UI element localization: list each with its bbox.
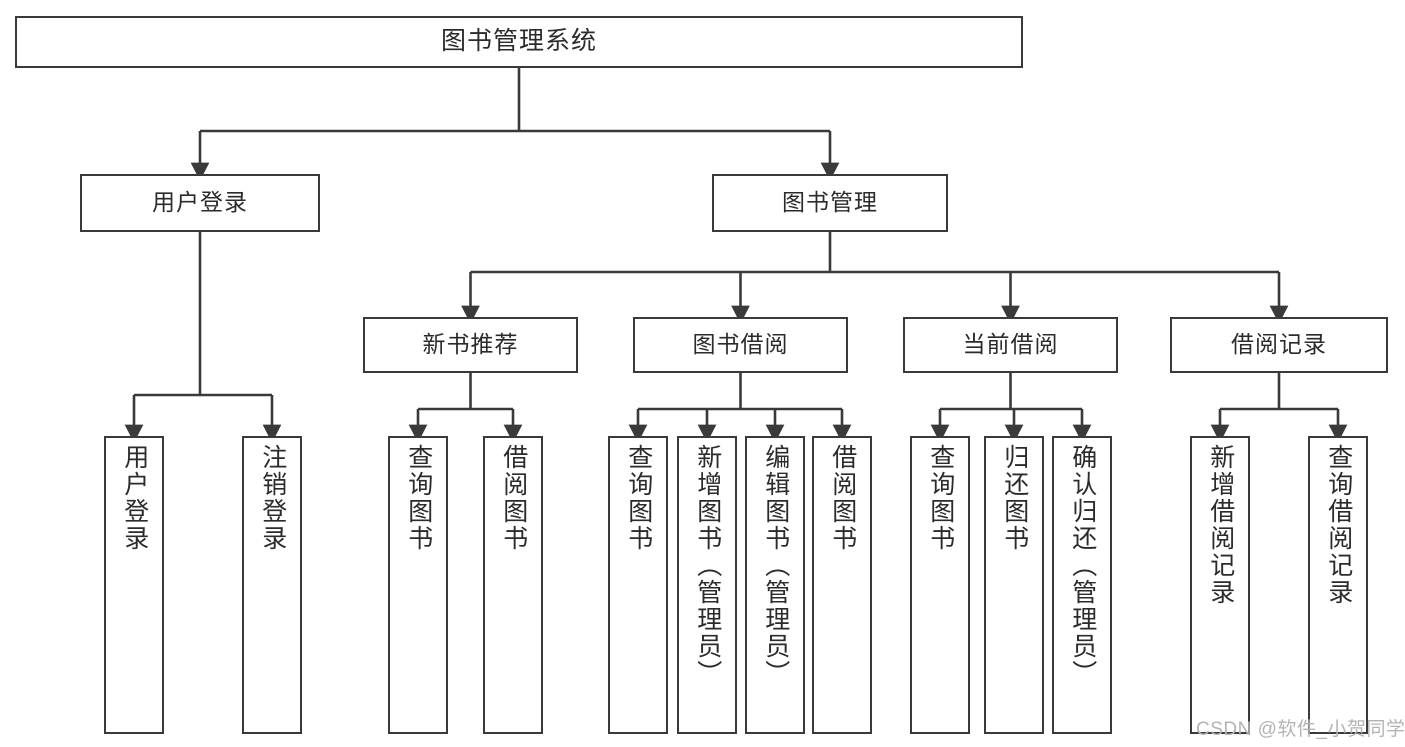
node-leaf-user-login[interactable]: 用户登录 — [104, 436, 164, 734]
node-leaf-borrow-book-b[interactable]: 借阅图书 — [812, 436, 872, 734]
node-leaf-return-book[interactable]: 归还图书 — [984, 436, 1044, 734]
node-label: 用户登录 — [120, 444, 149, 552]
node-leaf-query-record[interactable]: 查询借阅记录 — [1308, 436, 1368, 734]
node-leaf-query-book-a[interactable]: 查询图书 — [388, 436, 448, 734]
node-label: 用户登录 — [152, 189, 248, 216]
node-label: 查询图书 — [624, 444, 653, 552]
node-leaf-query-book-c[interactable]: 查询图书 — [910, 436, 970, 734]
node-user-login[interactable]: 用户登录 — [80, 174, 320, 232]
node-leaf-edit-book[interactable]: 编辑图书（管理员） — [745, 436, 805, 734]
node-label: 编辑图书（管理员） — [761, 444, 790, 687]
node-leaf-confirm-return[interactable]: 确认归还（管理员） — [1052, 436, 1112, 734]
node-label: 新增借阅记录 — [1206, 444, 1235, 606]
node-label: 新增图书（管理员） — [693, 444, 722, 687]
node-root[interactable]: 图书管理系统 — [15, 16, 1023, 68]
node-label: 归还图书 — [1000, 444, 1029, 552]
node-label: 新书推荐 — [422, 331, 519, 358]
node-borrow-record[interactable]: 借阅记录 — [1170, 317, 1388, 373]
node-current-borrow[interactable]: 当前借阅 — [903, 317, 1118, 373]
node-new-book-rec[interactable]: 新书推荐 — [363, 317, 578, 373]
node-book-borrow[interactable]: 图书借阅 — [633, 317, 848, 373]
csdn-watermark: CSDN @软件_小贺同学 — [1196, 719, 1405, 740]
node-label: 查询图书 — [404, 444, 433, 552]
node-label: 查询借阅记录 — [1324, 444, 1353, 606]
node-leaf-add-record[interactable]: 新增借阅记录 — [1190, 436, 1250, 734]
node-label: 借阅图书 — [828, 444, 857, 552]
node-label: 借阅图书 — [499, 444, 528, 552]
node-label: 图书管理 — [782, 189, 878, 216]
node-leaf-user-logout[interactable]: 注销登录 — [242, 436, 302, 734]
node-leaf-query-book-b[interactable]: 查询图书 — [608, 436, 668, 734]
node-label: 当前借阅 — [962, 331, 1059, 358]
node-book-manage[interactable]: 图书管理 — [712, 174, 948, 232]
node-label: 图书借阅 — [692, 331, 789, 358]
edge-group — [124, 68, 1348, 443]
node-leaf-borrow-book-a[interactable]: 借阅图书 — [483, 436, 543, 734]
node-label: 注销登录 — [258, 444, 287, 552]
node-label: 图书管理系统 — [440, 27, 597, 56]
node-label: 借阅记录 — [1231, 331, 1327, 358]
node-leaf-add-book[interactable]: 新增图书（管理员） — [677, 436, 737, 734]
node-label: 查询图书 — [926, 444, 955, 552]
node-label: 确认归还（管理员） — [1068, 444, 1097, 687]
